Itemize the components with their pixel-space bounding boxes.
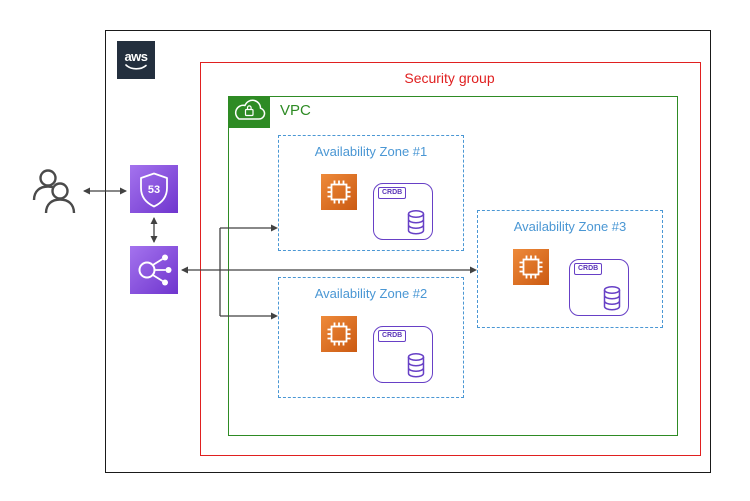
crdb-label: CRDB: [378, 187, 407, 199]
crdb-label: CRDB: [574, 263, 603, 275]
aws-smile-icon: [125, 63, 147, 70]
route53-shield-icon: 53: [130, 165, 178, 213]
availability-zone-1: Availability Zone #1 CRDB: [278, 135, 464, 251]
crdb-node: CRDB: [373, 326, 433, 383]
ec2-chip-icon: [321, 316, 357, 352]
availability-zone-2-label: Availability Zone #2: [314, 286, 428, 301]
security-group-boundary: [200, 62, 701, 456]
route53-number: 53: [148, 184, 160, 196]
vpc-label: VPC: [280, 102, 311, 119]
crdb-node: CRDB: [373, 183, 433, 240]
vpc-boundary: [228, 96, 678, 436]
database-cylinder-icon: [407, 353, 425, 378]
availability-zone-2: Availability Zone #2 CRDB: [278, 277, 464, 398]
availability-zone-3: Availability Zone #3 CRDB: [477, 210, 663, 328]
database-cylinder-icon: [603, 286, 621, 311]
availability-zone-1-label: Availability Zone #1: [314, 144, 428, 159]
crdb-node: CRDB: [569, 259, 629, 316]
crdb-label: CRDB: [378, 330, 407, 342]
aws-cloud-container: [105, 30, 711, 473]
elastic-load-balancer-icon: [130, 246, 178, 294]
users-icon: [32, 169, 76, 214]
vpc-cloud-lock-icon: [228, 96, 270, 128]
database-cylinder-icon: [407, 210, 425, 235]
ec2-chip-icon: [321, 174, 357, 210]
aws-logo-text: aws: [124, 48, 148, 64]
security-group-label: Security group: [404, 70, 495, 86]
availability-zone-3-label: Availability Zone #3: [513, 219, 627, 234]
aws-logo: aws: [117, 41, 155, 79]
ec2-chip-icon: [513, 249, 549, 285]
